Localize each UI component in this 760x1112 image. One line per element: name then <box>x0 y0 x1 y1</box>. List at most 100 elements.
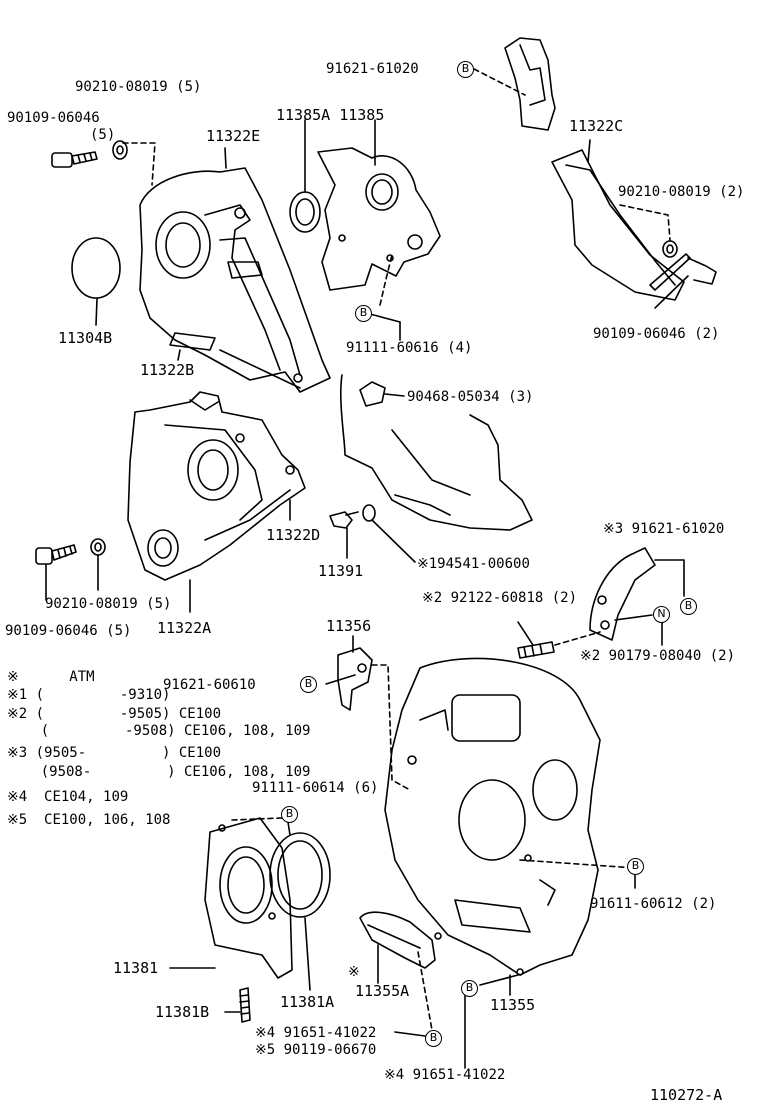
leader-dashed <box>231 817 283 821</box>
leader <box>371 519 416 563</box>
bracket-91621-61020 <box>589 547 656 641</box>
leader-dashed <box>519 859 636 869</box>
marker-b: B <box>457 61 474 78</box>
leader <box>95 298 98 326</box>
marker-b: B <box>680 598 697 615</box>
cover-11322C <box>551 149 685 301</box>
bracket-11356 <box>337 647 373 711</box>
note-line: ※5 CE100, 106, 108 <box>7 812 171 828</box>
label-90109-06046-top: 90109-06046 <box>7 110 100 126</box>
leader-dashed <box>473 68 526 96</box>
label-90109-06046-qty: (5) <box>90 127 116 143</box>
washer-90210-08019-mid <box>90 538 106 556</box>
leader <box>304 917 311 991</box>
label-90109-06046-5: 90109-06046 (5) <box>5 623 132 639</box>
diagram-id: 110272-A <box>650 1086 723 1104</box>
label-11381A: 11381A <box>280 993 335 1011</box>
leader <box>517 621 534 646</box>
engine-block-fragment <box>339 374 533 531</box>
marker-b: B <box>627 858 644 875</box>
leader <box>177 349 181 361</box>
label-11322E: 11322E <box>206 127 261 145</box>
leader-dashed <box>371 664 411 791</box>
label-91621-60610: 91621-60610 <box>163 677 256 693</box>
leader <box>325 674 356 685</box>
label-92122-60818: ※2 92122-60818 (2) <box>422 590 578 606</box>
oil-seal-11381A <box>269 832 331 918</box>
bolt-90109-06046-top <box>51 151 98 168</box>
leader-dashed <box>417 951 433 1031</box>
washer-90210-08019-right <box>662 240 678 258</box>
leader-dashed <box>619 204 671 241</box>
label-11356: 11356 <box>326 617 372 635</box>
note-line: ※3 (9505- ) CE100 <box>7 745 222 761</box>
marker-n: N <box>653 606 670 623</box>
marker-b: B <box>461 980 478 997</box>
washer-90210-08019-top <box>112 140 128 160</box>
label-90119-06670-s5: ※5 90119-06670 <box>255 1042 377 1058</box>
label-194541-00600: ※194541-00600 <box>417 556 530 572</box>
leader-dashed <box>122 142 156 186</box>
label-11391: 11391 <box>318 562 364 580</box>
label-90210-08019-mid: 90210-08019 (5) <box>45 596 172 612</box>
note-line: ※1 ( -9310) <box>7 687 171 703</box>
note-line: ※2 ( -9505) CE100 <box>7 706 222 722</box>
label-91621-61020-top: 91621-61020 <box>326 61 419 77</box>
bolt-90109-06046-right <box>649 253 717 291</box>
label-90468-05034: 90468-05034 (3) <box>407 389 534 405</box>
bolt-90109-06046-mid <box>35 544 77 565</box>
note-line: (9508- ) CE106, 108, 109 <box>7 764 311 780</box>
leader-dashed <box>379 254 393 306</box>
label-90109-06046-2: 90109-06046 (2) <box>593 326 720 342</box>
leader <box>614 614 653 621</box>
label-11322A: 11322A <box>157 619 212 637</box>
label-11355A: 11355A <box>355 982 410 1000</box>
label-11322C: 11322C <box>569 117 624 135</box>
label-91111-60614: 91111-60614 (6) <box>252 780 379 796</box>
label-11322D: 11322D <box>266 526 321 544</box>
label-11381: 11381 <box>113 959 159 977</box>
cap-11304B <box>71 237 121 299</box>
timing-plate-11385 <box>317 147 441 291</box>
label-11355A-mark: ※ <box>348 964 360 980</box>
label-91651-41022-s4b: ※4 91651-41022 <box>384 1067 506 1083</box>
oil-seal-retainer-11381 <box>204 817 293 979</box>
o-ring-194541-00600 <box>362 504 376 522</box>
sensor-11391 <box>329 511 359 529</box>
label-90179-08040: ※2 90179-08040 (2) <box>580 648 736 664</box>
label-11385A-11385: 11385A 11385 <box>276 106 385 124</box>
stud-92122-60818 <box>517 641 555 659</box>
leader <box>654 559 685 597</box>
label-91621-61020-s3: ※3 91621-61020 <box>603 521 725 537</box>
label-90210-08019-top: 90210-08019 (5) <box>75 79 202 95</box>
cover-11355A <box>359 911 436 969</box>
label-11355: 11355 <box>490 996 536 1014</box>
bracket-top <box>504 37 556 131</box>
label-91611-60612: 91611-60612 (2) <box>590 896 717 912</box>
leader <box>384 393 405 397</box>
label-11381B: 11381B <box>155 1003 210 1021</box>
label-11322B: 11322B <box>140 361 195 379</box>
marker-b: B <box>355 305 372 322</box>
clip-90468-05034 <box>359 381 386 407</box>
leader-dashed <box>554 631 601 646</box>
label-91651-41022-s4a: ※4 91651-41022 <box>255 1025 377 1041</box>
timing-cover-lower <box>127 391 306 581</box>
note-line: ( -9508) CE106, 108, 109 <box>7 723 311 739</box>
marker-b: B <box>300 676 317 693</box>
label-91111-60616: 91111-60616 (4) <box>346 340 473 356</box>
marker-b: B <box>281 806 298 823</box>
label-11304B: 11304B <box>58 329 113 347</box>
stud-11381B <box>239 987 251 1023</box>
leader <box>369 313 401 323</box>
flywheel-housing-11355 <box>384 657 601 976</box>
marker-b: B <box>425 1030 442 1047</box>
leader <box>287 821 291 836</box>
note-line: ※ ATM <box>7 669 95 685</box>
leader <box>394 1031 426 1037</box>
leader <box>654 275 689 309</box>
leader <box>479 974 519 986</box>
note-line: ※4 CE104, 109 <box>7 789 129 805</box>
timing-cover-upper <box>139 167 331 393</box>
